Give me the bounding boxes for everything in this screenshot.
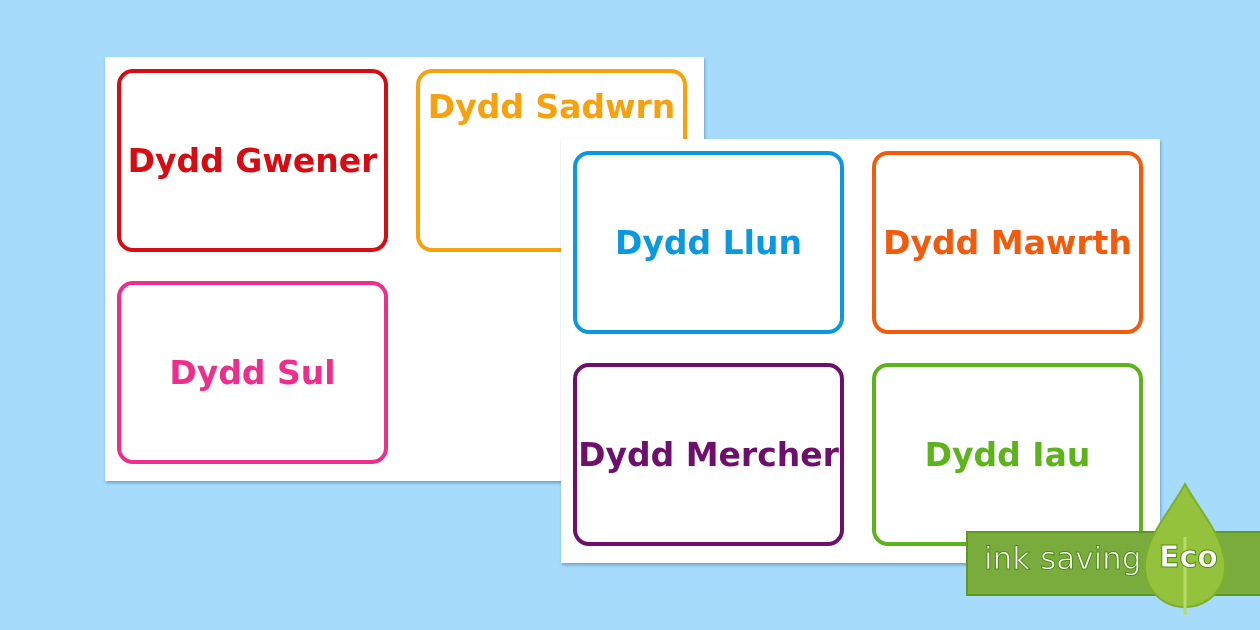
card-label: Dydd Sadwrn — [427, 87, 676, 126]
card-dydd-gwener: Dydd Gwener — [117, 69, 388, 252]
eco-label: Eco — [1159, 540, 1219, 576]
leaf-icon — [1143, 482, 1227, 615]
eco-badge-text: ink saving — [984, 541, 1142, 578]
card-label: Dydd Mawrth — [883, 223, 1132, 262]
card-dydd-sul: Dydd Sul — [117, 281, 388, 464]
card-dydd-iau: Dydd Iau — [872, 363, 1143, 546]
card-dydd-mawrth: Dydd Mawrth — [872, 151, 1143, 334]
card-dydd-mercher: Dydd Mercher — [573, 363, 844, 546]
card-label: Dydd Gwener — [127, 141, 378, 180]
card-label: Dydd Sul — [169, 353, 336, 392]
card-label: Dydd Llun — [615, 223, 802, 262]
card-dydd-llun: Dydd Llun — [573, 151, 844, 334]
front-sheet: Dydd Llun Dydd Mawrth Dydd Mercher Dydd … — [561, 139, 1160, 563]
card-label: Dydd Iau — [924, 435, 1091, 474]
card-label: Dydd Mercher — [578, 435, 839, 474]
